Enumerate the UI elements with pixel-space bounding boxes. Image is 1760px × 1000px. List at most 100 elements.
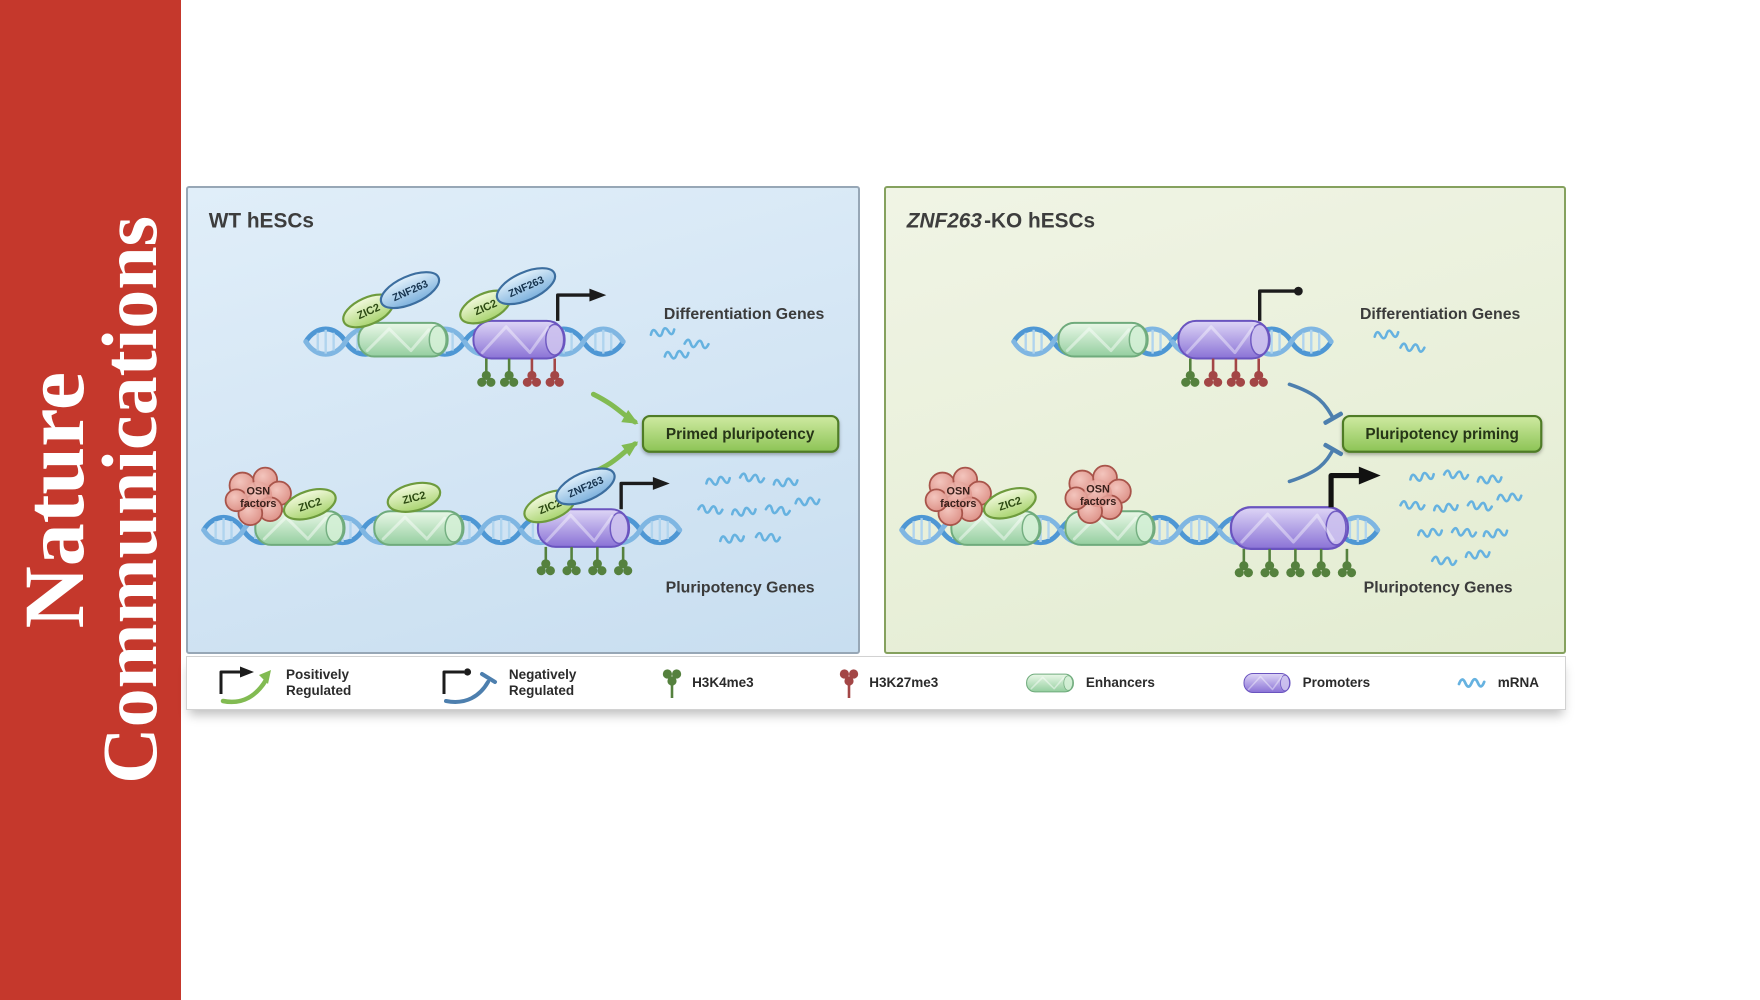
transcription-blocked-line (1258, 285, 1305, 323)
mrna-squiggle (663, 349, 690, 361)
h3k27me3-label: H3K27me3 (869, 674, 939, 690)
outcome-box-label: Pluripotency priming (1365, 426, 1519, 443)
wt-scene-svg: WT hESCs ZIC2 ZNF263 ZIC2 ZNF263 (188, 210, 840, 597)
negatively-regulated-label: Negatively Regulated (508, 666, 577, 698)
osn-factors-complex: OSN factors (924, 466, 992, 526)
enhancer (372, 509, 465, 547)
promoter (1229, 505, 1350, 551)
enhancers-label: Enhancers (1085, 674, 1155, 690)
negative-regulation-inhibitor (1287, 442, 1344, 484)
mrna-squiggle (772, 476, 800, 489)
promoter-icon (1242, 672, 1291, 694)
journal-banner: Nature Communications (0, 0, 181, 1000)
mrna-squiggle (1450, 526, 1478, 539)
pluripotency-genes-label: Pluripotency Genes (666, 580, 815, 597)
mrna-squiggle (1496, 491, 1523, 504)
wt-pluripotency-scene: OSN factors ZIC2 ZIC2 ZIC2 ZNF263 (204, 459, 821, 597)
svg-text:OSN: OSN (946, 485, 970, 497)
osn-factors-complex: OSN factors (1064, 464, 1132, 525)
h3k27me3-mark (1248, 357, 1270, 389)
ko-panel: ZNF263 -KO hESCs Differentiation Genes P… (884, 186, 1566, 654)
h3k4me3-label: H3K4me3 (692, 674, 754, 690)
transcription-arrow (619, 475, 672, 511)
mrna-squiggle (1481, 526, 1509, 540)
wt-panel: WT hESCs ZIC2 ZNF263 ZIC2 ZNF263 (186, 186, 860, 654)
h3k27me3-mark (1202, 357, 1224, 389)
outcome-box (1341, 414, 1543, 453)
mrna-squiggle (1398, 499, 1426, 512)
mrna-squiggle (1476, 473, 1504, 486)
transcription-arrow (556, 286, 608, 323)
znf263-protein: ZNF263 (490, 259, 562, 313)
h3k27me3-mark (1225, 357, 1247, 389)
znf263-protein: ZNF263 (374, 263, 446, 317)
mrna-squiggle (1408, 470, 1436, 484)
mrna-squiggle (1416, 526, 1444, 539)
journal-name-line1: Nature (6, 371, 103, 629)
pluripotency-genes-label: Pluripotency Genes (1364, 580, 1513, 597)
outcome-box (641, 414, 840, 453)
svg-text:OSN: OSN (1086, 483, 1110, 495)
mrna-squiggle (1464, 548, 1492, 561)
promoter (471, 319, 567, 361)
legend-h3k27me3: H3K27me3 (838, 662, 938, 704)
svg-text:ZIC2: ZIC2 (401, 490, 427, 507)
mrna-squiggle (764, 503, 792, 517)
ko-panel-title-gene: ZNF263 (906, 210, 983, 233)
journal-name-line2: Communications (86, 216, 174, 784)
h3k27me3-mark (521, 357, 543, 389)
negative-regulation-inhibitor (1287, 382, 1344, 425)
mrna-squiggle (1430, 555, 1458, 567)
h3k4me3-mark (1179, 357, 1201, 389)
wt-regulation: Primed pluripotency (586, 391, 840, 477)
h3k27me3-icon (838, 668, 860, 700)
mrna-squiggle (648, 325, 677, 339)
h3k4me3-mark (1284, 547, 1306, 579)
h3k4me3-mark (1310, 547, 1332, 579)
negatively-regulated-icon (442, 668, 497, 704)
enhancer-icon (1025, 673, 1075, 693)
ko-scene-svg: ZNF263 -KO hESCs Differentiation Genes P… (886, 210, 1543, 597)
wt-differentiation-scene: ZIC2 ZNF263 ZIC2 ZNF263 Differentiation … (306, 259, 825, 389)
ko-pluripotency-scene: OSN factors ZIC2 OSN factors (902, 464, 1523, 597)
legend-promoters: Promoters (1240, 670, 1371, 696)
ko-panel-title-rest: -KO hESCs (984, 210, 1095, 233)
h3k4me3-mark (498, 357, 520, 389)
zic2-protein: ZIC2 (279, 482, 341, 527)
ko-differentiation-scene: Differentiation Genes (1014, 285, 1521, 389)
h3k4me3-mark (475, 357, 497, 389)
promoters-label: Promoters (1302, 674, 1371, 690)
zic2-protein: ZIC2 (979, 481, 1041, 526)
znf263-protein: ZNF263 (550, 459, 621, 513)
h3k4me3-mark (535, 545, 557, 577)
mrna-squiggle (704, 474, 732, 488)
positive-regulation-arrow (590, 391, 639, 425)
mrna-icon (1457, 677, 1486, 688)
mrna-label: mRNA (1497, 674, 1539, 690)
mrna-squiggle (794, 495, 821, 508)
positively-regulated-label: Positively Regulated (286, 666, 352, 698)
legend-h3k4me3: H3K4me3 (661, 662, 754, 704)
legend-positively-regulated: Positively Regulated (213, 660, 351, 706)
differentiation-genes-label: Differentiation Genes (664, 306, 825, 323)
outcome-box-label: Primed pluripotency (666, 426, 815, 443)
h3k4me3-mark (612, 545, 634, 577)
ko-regulation: Pluripotency priming (1287, 382, 1543, 484)
mrna-squiggle (1442, 468, 1470, 481)
mrna-squiggle (696, 503, 724, 516)
mrna-squiggle (738, 471, 766, 485)
svg-text:factors: factors (1080, 496, 1116, 508)
transcription-arrow (1331, 467, 1381, 508)
zic2-protein: ZIC2 (518, 482, 581, 530)
mrna-squiggle (1466, 499, 1494, 513)
h3k4me3-mark (1259, 547, 1281, 579)
zic2-protein: ZIC2 (383, 476, 445, 518)
mrna-squiggle (754, 531, 782, 544)
differentiation-genes-label: Differentiation Genes (1360, 306, 1521, 323)
mrna-squiggle (1398, 341, 1426, 354)
zic2-protein: ZIC2 (337, 286, 400, 336)
legend-bar: Positively Regulated Negatively Regulate… (186, 656, 1566, 710)
dna-strand (306, 329, 623, 354)
svg-text:factors: factors (240, 498, 276, 510)
osn-factors-complex: OSN factors (224, 466, 292, 526)
